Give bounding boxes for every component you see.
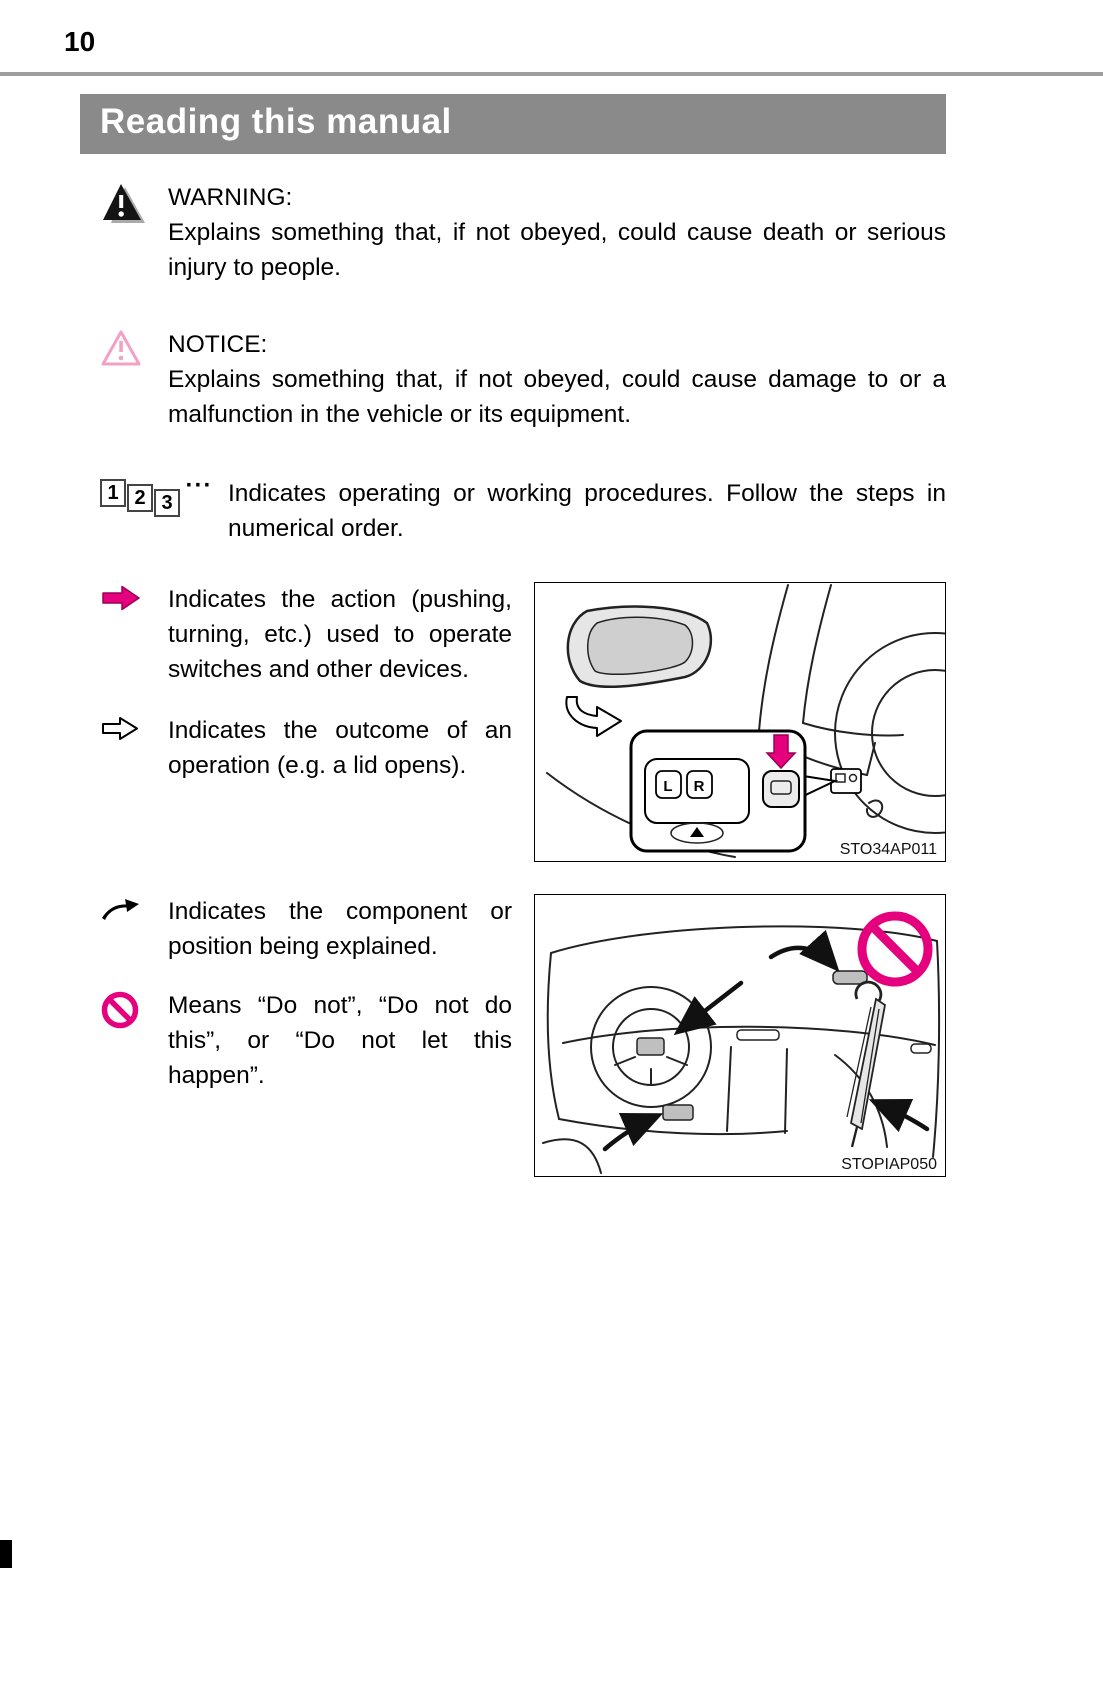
warning-label: WARNING:: [168, 184, 293, 211]
component-text: Indicates the component or position bein…: [168, 898, 512, 960]
figure-mirror-switch: L R STO34AP011: [534, 582, 946, 862]
notice-icon-cell: [80, 327, 168, 432]
switch-right-label: R: [694, 778, 705, 795]
notice-text: Explains something that, if not obeyed, …: [168, 366, 946, 428]
notice-item: NOTICE: Explains something that, if not …: [80, 327, 946, 432]
step-box-3: 3: [154, 489, 180, 517]
row2-left: Indicates the component or position bein…: [80, 894, 512, 1093]
prohibition-icon: [101, 991, 139, 1029]
row1-left: Indicates the action (pushing, turning, …: [80, 582, 512, 783]
top-rule: [0, 72, 1103, 76]
notice-icon: [101, 330, 141, 366]
page-edge-mark: [0, 1540, 12, 1568]
warning-icon-cell: [80, 180, 168, 285]
outcome-item: Indicates the outcome of an operation (e…: [80, 713, 512, 783]
warning-body: WARNING: Explains something that, if not…: [168, 180, 946, 285]
notice-body: NOTICE: Explains something that, if not …: [168, 327, 946, 432]
warning-icon: [103, 184, 145, 223]
component-item: Indicates the component or position bein…: [80, 894, 512, 964]
figure-interior-caption: STOPIAP050: [841, 1156, 937, 1173]
interior-illustration: STOPIAP050: [542, 911, 941, 1174]
mirror-switch-illustration: L R STO34AP011: [546, 584, 945, 858]
row-component-prohibition: Indicates the component or position bein…: [80, 894, 946, 1177]
component-arrow-icon: [102, 899, 139, 920]
prohibition-item: Means “Do not”, “Do not do this”, or “Do…: [80, 988, 512, 1093]
outcome-arrow-icon: [102, 717, 138, 740]
page-number: 10: [64, 26, 96, 57]
step-box-1: 1: [100, 479, 126, 507]
action-icon-cell: [80, 582, 168, 687]
prohibition-text: Means “Do not”, “Do not do this”, or “Do…: [168, 992, 512, 1089]
figure-interior: STOPIAP050: [534, 894, 946, 1177]
warning-text: Explains something that, if not obeyed, …: [168, 219, 946, 281]
page-content: Reading this manual WARNING: Explains so…: [80, 94, 946, 1177]
outcome-text: Indicates the outcome of an operation (e…: [168, 717, 512, 779]
section-header: Reading this manual: [80, 94, 946, 154]
row-action-outcome: Indicates the action (pushing, turning, …: [80, 582, 946, 862]
outcome-icon-cell: [80, 713, 168, 783]
action-arrow-icon: [102, 585, 140, 611]
switch-left-label: L: [663, 778, 672, 795]
notice-label: NOTICE:: [168, 331, 268, 358]
action-text: Indicates the action (pushing, turning, …: [168, 586, 512, 683]
prohibition-icon-cell: [80, 988, 168, 1093]
component-icon-cell: [80, 894, 168, 964]
warning-item: WARNING: Explains something that, if not…: [80, 180, 946, 285]
action-item: Indicates the action (pushing, turning, …: [80, 582, 512, 687]
section-title: Reading this manual: [100, 102, 452, 141]
step-ellipsis: ···: [185, 472, 213, 499]
step-box-2: 2: [127, 484, 153, 512]
steps-text: Indicates operating or working procedure…: [228, 480, 946, 542]
figure-mirror-caption: STO34AP011: [840, 841, 937, 858]
